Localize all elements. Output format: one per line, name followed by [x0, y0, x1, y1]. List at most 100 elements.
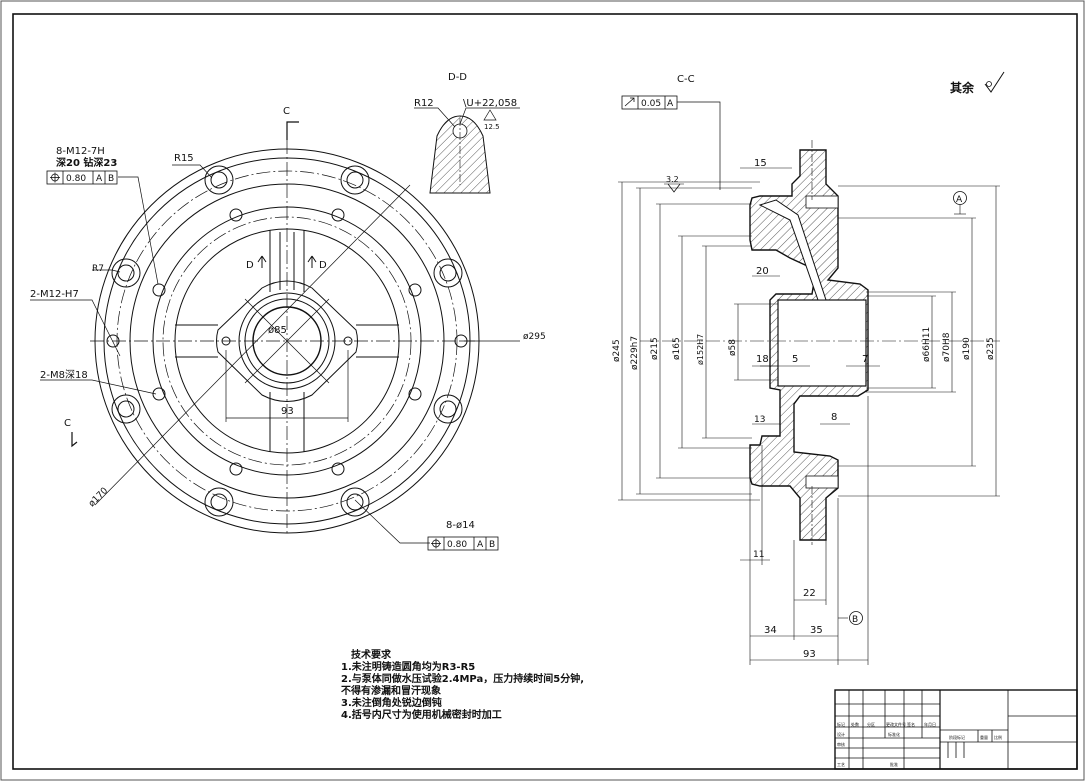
dim-phi229h7: ø229h7: [630, 336, 640, 370]
section-cc: C-C 0.05 A: [612, 74, 1000, 665]
dim-phi58: ø58: [728, 339, 738, 356]
dim-phi190: ø190: [962, 337, 972, 360]
bolt-circle-inner: [162, 216, 412, 466]
tech-line: 2.与泵体同做水压试验2.4MPa，压力持续时间5分钟,: [341, 674, 584, 685]
tb-process: 工艺: [837, 762, 845, 767]
section-cc-title: C-C: [677, 74, 695, 85]
outer-bolt-holes: [111, 165, 463, 517]
tb-signature: 签名: [907, 721, 915, 727]
detail-dd-title: D-D: [448, 72, 467, 83]
dim-15: 15: [754, 158, 767, 169]
tb-check: 审核: [837, 741, 845, 747]
hub-outer-circle: [238, 292, 336, 390]
tolerance-value: 0.80: [447, 540, 467, 550]
hub-mid-circle: [244, 298, 330, 384]
dim-93-front: 93: [281, 406, 294, 417]
dim-angle: \U+22,058: [463, 98, 517, 109]
bolt-circle-outer: [116, 170, 458, 512]
section-mark-d-left: D: [246, 260, 254, 271]
dim-5: 5: [792, 354, 798, 365]
tb-date: 年月日: [924, 721, 936, 727]
dim-22: 22: [803, 588, 816, 599]
tolerance-datum: A: [477, 540, 484, 550]
dim-phi295: ø295: [523, 332, 546, 342]
dim-7: 7: [862, 354, 868, 365]
tapped-holes-depth: 深20 钻深23: [56, 156, 117, 169]
dim-phi70h8: ø70H8: [942, 332, 952, 362]
detail-dd: D-D R12 \U+22,058 12.5: [414, 72, 520, 194]
dim-r12: R12: [414, 98, 434, 109]
dim-phi66h11: ø66H11: [922, 327, 932, 362]
dim-phi170: ø170: [87, 486, 110, 509]
dim-13: 13: [754, 415, 765, 425]
tb-zone: 分区: [867, 721, 875, 727]
dim-phi215: ø215: [650, 337, 660, 360]
runout-datum: A: [667, 99, 674, 109]
dim-phi152h7: ø152H7: [696, 334, 705, 365]
section-label-c-top: C: [283, 106, 290, 117]
title-block: [834, 689, 1078, 770]
title-block-labels: 标记 处数 分区 更改文件号 签名 年月日 设计 标准化 阶段标记 重量 比例 …: [837, 721, 1002, 767]
dim-phi235: ø235: [986, 337, 996, 360]
roughness-note-label: 其余: [950, 80, 975, 95]
tapped-holes-spec: 8-M12-7H: [56, 146, 105, 157]
inner-tapped-holes: [106, 208, 468, 476]
hub-diamond-flange: [216, 280, 358, 402]
tb-count: 处数: [851, 721, 859, 727]
tb-change-doc: 更改文件号: [886, 721, 906, 727]
dim-11: 11: [753, 550, 764, 560]
tb-standard: 标准化: [888, 731, 900, 737]
small-hole: [343, 336, 353, 346]
dim-8: 8: [831, 412, 837, 423]
tb-design: 设计: [837, 731, 845, 737]
roughness-symbol-icon: [984, 71, 1005, 93]
tolerance-datum: A: [96, 174, 103, 184]
section-label-c-bottom: C: [64, 418, 71, 429]
tolerance-datum: B: [489, 540, 495, 550]
roughness-12-5: 12.5: [484, 123, 500, 131]
section-mark-d-right: D: [319, 260, 327, 271]
roughness-icon: [483, 109, 497, 121]
dim-phi165: ø165: [672, 337, 682, 360]
hole-m8: 2-M8深18: [40, 369, 88, 381]
hole-m12-h7: 2-M12-H7: [30, 289, 79, 300]
position-tolerance-frame-bottom: 0.80 A B: [427, 536, 499, 551]
dim-phi85: ø85: [268, 325, 287, 336]
datum-a-icon: [953, 191, 967, 205]
dim-34: 34: [764, 625, 777, 636]
roughness-3-2: 3.2: [666, 175, 679, 184]
datum-b-icon: [849, 611, 863, 625]
roughness-note: 其余: [950, 71, 1005, 95]
roughness-icon: [667, 183, 681, 193]
datum-a-label: A: [956, 195, 963, 205]
runout-icon: [624, 97, 635, 107]
holes-8-phi14: 8-ø14: [446, 520, 475, 531]
tolerance-value: 0.80: [66, 174, 86, 184]
front-view-labels: C C 8-M12-7H 深20 钻深23 R15 R7 2-M12-H7 2-…: [30, 106, 546, 531]
tolerance-datum: B: [108, 174, 114, 184]
tb-mark: 标记: [837, 721, 845, 727]
inner-frame: [12, 13, 1078, 770]
small-hole: [221, 336, 231, 346]
inner-rim-circle: [174, 228, 400, 454]
tb-stage: 阶段标记: [949, 734, 965, 740]
front-view: [30, 121, 520, 544]
tech-line: 4.括号内尺寸为使用机械密封时加工: [341, 710, 502, 721]
dim-35: 35: [810, 625, 823, 636]
dim-93-section: 93: [803, 649, 816, 660]
datum-b-label: B: [852, 615, 858, 625]
dim-r15: R15: [174, 153, 194, 164]
tech-requirements-title: 技术要求: [351, 650, 391, 661]
dim-18: 18: [756, 354, 769, 365]
position-tolerance-frame-top: 0.80 A B: [46, 170, 118, 185]
dim-phi245: ø245: [612, 339, 622, 362]
dim-r7: R7: [92, 264, 104, 274]
tech-line: 1.未注明铸造圆角均为R3-R5: [341, 662, 476, 673]
body-circle: [152, 206, 422, 476]
tb-scale: 比例: [994, 734, 1002, 740]
tb-approve: 批准: [890, 761, 898, 767]
tech-line: 不得有渗漏和冒汗现象: [341, 686, 441, 697]
tech-line: 3.未注倒角处锐边倒钝: [341, 698, 442, 709]
